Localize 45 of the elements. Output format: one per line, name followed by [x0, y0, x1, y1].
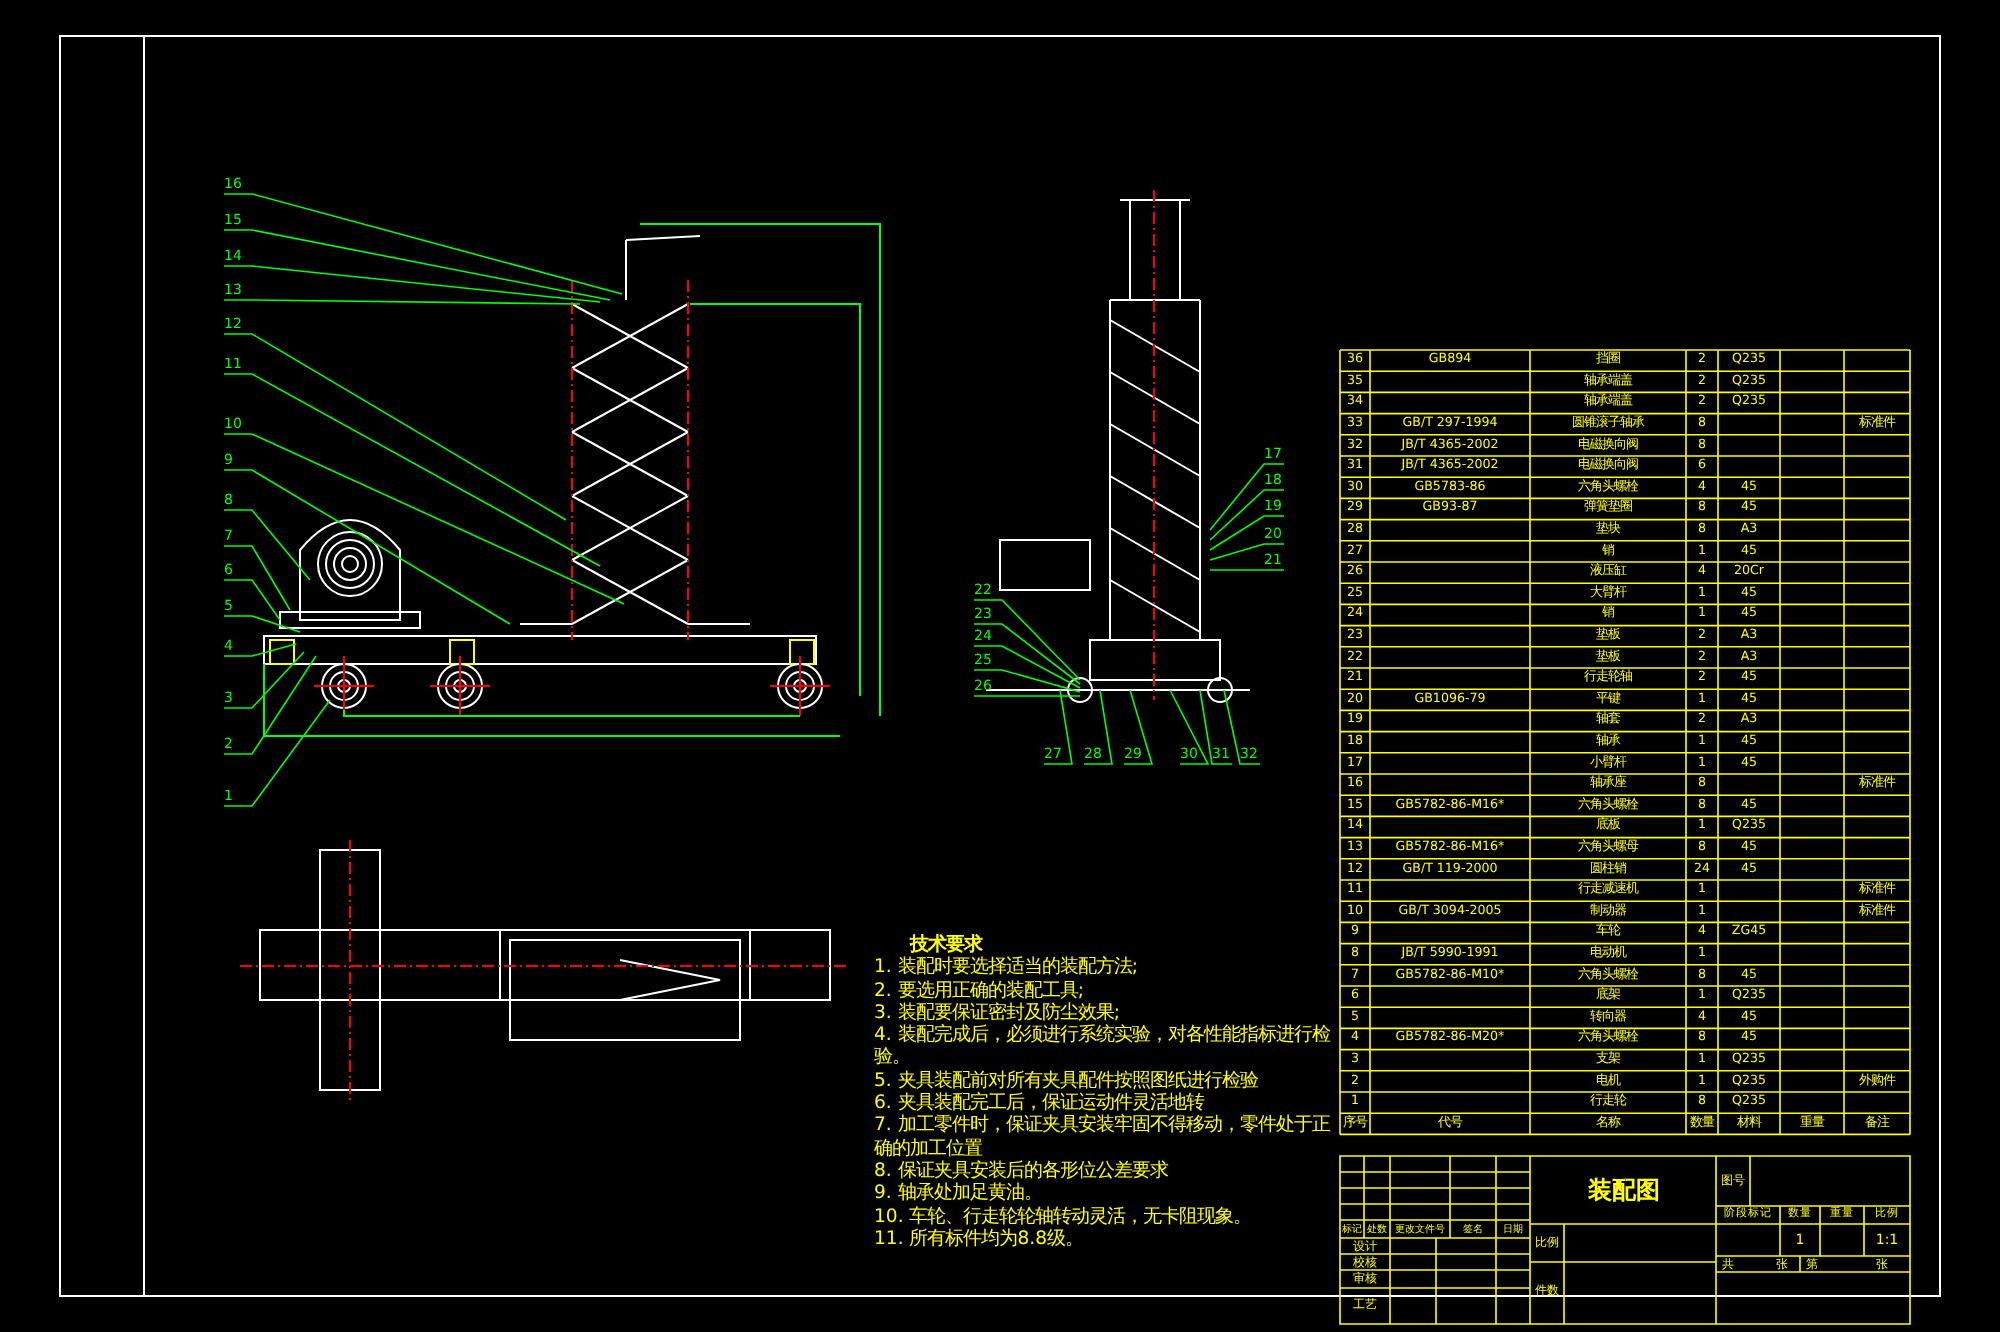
- leader-line: [1123, 689, 1154, 765]
- requirement-text: 3. 装配要保证密封及防尘效果;: [874, 1001, 1122, 1024]
- leader-line: [1043, 689, 1073, 765]
- leader-line: [1209, 515, 1285, 551]
- requirement-text: 9. 轴承处加足黄油。: [874, 1182, 1044, 1206]
- leader-line: [973, 599, 1081, 681]
- leader-line: [973, 623, 1081, 685]
- leader-line: [223, 699, 331, 807]
- leader-line: [1199, 689, 1233, 765]
- leader-line: [223, 229, 611, 301]
- requirement-text: 5. 夹具装配前对所有夹具配件按照图纸进行检验: [874, 1069, 1260, 1092]
- leader-line: [223, 545, 291, 611]
- leader-line: [223, 299, 581, 305]
- leader-line: [1209, 489, 1285, 541]
- requirement-text: 4. 装配完成后，必须进行系统实验，对各性能指标进行检验。: [874, 1024, 1332, 1070]
- leader-line: [973, 645, 1081, 689]
- drawing-title: 装配图: [1586, 1178, 1662, 1202]
- leader-line: [223, 433, 625, 605]
- leader-line: [1209, 543, 1285, 561]
- leader-line: [1209, 463, 1285, 531]
- requirement-text: 1. 装配时要选择适当的装配方法;: [874, 956, 1140, 980]
- leader-line: [223, 643, 297, 657]
- leader-line: [1223, 689, 1261, 765]
- leader-line: [1209, 569, 1285, 571]
- leader-line: [223, 651, 305, 709]
- leader-line: [223, 373, 601, 567]
- leader-line: [223, 615, 301, 633]
- leader-line: [223, 193, 623, 295]
- leader-line: [223, 265, 601, 303]
- requirement-text: 7. 加工零件时，保证夹具安装牢固不得移动，零件处于正确的加工位置: [874, 1114, 1333, 1160]
- leader-line: [1083, 689, 1113, 765]
- leader-line: [223, 333, 567, 521]
- leader-line: [223, 469, 511, 625]
- leader-line: [973, 695, 1081, 697]
- requirement-text: 8. 保证夹具安装后的各形位公差要求: [874, 1159, 1170, 1182]
- leader-line: [223, 655, 317, 755]
- leader-line: [1169, 689, 1210, 765]
- requirement-text: 11. 所有标件均为8.8级。: [874, 1227, 1086, 1251]
- leader-line: [223, 579, 281, 621]
- requirement-text: 10. 车轮、行走轮轮轴转动灵活，无卡阻现象。: [874, 1205, 1254, 1228]
- requirement-text: 6. 夹具装配完工后，保证运动件灵活地转: [874, 1092, 1207, 1115]
- leader-line: [973, 669, 1081, 693]
- heading: 技术要求: [907, 934, 985, 956]
- leader-line: [223, 509, 311, 581]
- requirement-text: 2. 要选用正确的装配工具;: [874, 979, 1086, 1002]
